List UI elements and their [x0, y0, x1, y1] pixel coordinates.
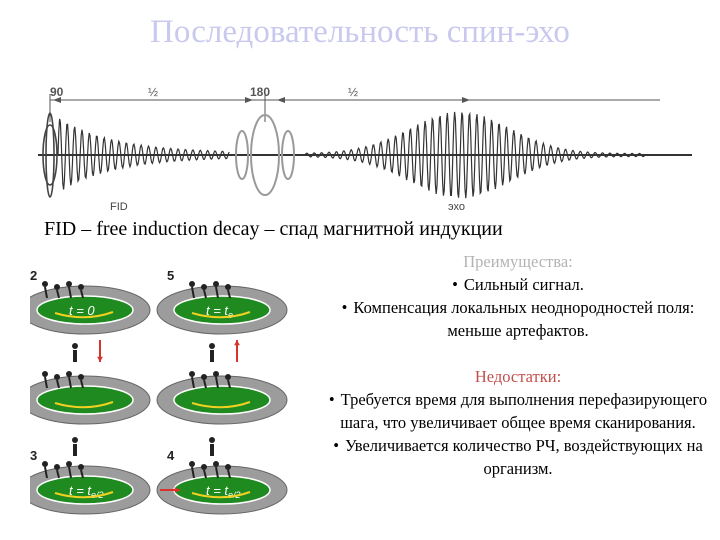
panel-time-label: t = te: [206, 303, 233, 320]
runner-body: [44, 466, 48, 479]
runner-body: [227, 379, 231, 389]
runner-body: [56, 469, 60, 479]
runner-body: [191, 466, 195, 479]
runner-body: [44, 286, 48, 299]
runner-body: [68, 376, 72, 389]
runner-head: [54, 284, 60, 290]
disc-inner: [173, 295, 271, 325]
runner-head: [42, 371, 48, 377]
runner-body: [68, 286, 72, 299]
half-interval-2-label: ½: [348, 85, 358, 99]
slide-title: Последовательность спин-эхо: [150, 14, 570, 50]
transition-arrowhead: [97, 356, 103, 362]
rotation-arrow: [191, 311, 251, 319]
runner-body: [203, 469, 207, 479]
runner-head: [54, 374, 60, 380]
panel-number: 2: [30, 268, 37, 283]
figure-body: [210, 350, 214, 362]
runner-head: [78, 464, 84, 470]
pros-cons-panel: Преимущества: •Сильный сигнал. •Компенса…: [318, 250, 718, 480]
rotation-arrow: [191, 401, 251, 409]
panel-number: 4: [167, 448, 175, 463]
runner-head: [213, 281, 219, 287]
fid-signal: [57, 118, 230, 190]
runner-body: [56, 289, 60, 299]
disc-inner: [173, 385, 271, 415]
runner-body: [80, 469, 84, 479]
runner-head: [201, 284, 207, 290]
fid-caption: FID – free induction decay – спад магнит…: [44, 218, 503, 240]
advantages-heading: Преимущества:: [463, 252, 573, 271]
runner-body: [80, 379, 84, 389]
runner-body: [191, 376, 195, 389]
figure-head: [209, 437, 215, 443]
disadvantage-item: •Увеличивается количество РЧ, воздейству…: [333, 436, 703, 478]
transition-arrowhead: [234, 340, 240, 346]
advantage-item: •Компенсация локальных неоднородностей п…: [341, 298, 695, 340]
panel-number: 5: [167, 268, 174, 283]
pulse-180-shape: [235, 114, 295, 196]
advantage-item: •Сильный сигнал.: [452, 275, 584, 294]
figure-body: [73, 350, 77, 362]
figure-body: [210, 444, 214, 456]
figure-head: [72, 343, 78, 349]
transition-arrowhead: [174, 487, 180, 493]
runner-head: [225, 374, 231, 380]
runner-body: [227, 289, 231, 299]
rotation-arrow: [54, 491, 114, 499]
rotation-arrow: [54, 401, 114, 409]
rotation-arrow: [191, 491, 251, 499]
runner-head: [78, 374, 84, 380]
runner-head: [189, 371, 195, 377]
disadvantage-item: •Требуется время для выполнения перефази…: [328, 390, 708, 432]
figure-head: [72, 437, 78, 443]
runner-body: [215, 286, 219, 299]
runner-head: [66, 281, 72, 287]
panel-time-label: t = 0: [69, 303, 95, 318]
runner-head: [189, 461, 195, 467]
runner-head: [42, 461, 48, 467]
runner-head: [201, 464, 207, 470]
runner-head: [213, 371, 219, 377]
runner-body: [80, 289, 84, 299]
runner-head: [78, 284, 84, 290]
fid-label: FID: [110, 201, 128, 213]
pulse-90-shape: [42, 112, 58, 198]
disadvantages-heading: Недостатки:: [474, 367, 562, 386]
runner-head: [213, 461, 219, 467]
runner-body: [227, 469, 231, 479]
runner-body: [203, 289, 207, 299]
echo-label: эхо: [448, 201, 465, 213]
runner-head: [42, 281, 48, 287]
runner-head: [225, 464, 231, 470]
spin-echo-diagram: 90 ½ 180 ½ FID эхо: [38, 85, 692, 213]
pulse-90-label: 90: [50, 85, 64, 99]
runner-head: [66, 461, 72, 467]
runner-body: [203, 379, 207, 389]
runner-head: [54, 464, 60, 470]
figure-body: [73, 444, 77, 456]
runner-body: [215, 376, 219, 389]
runner-head: [201, 374, 207, 380]
disadvantages-list: •Требуется время для выполнения перефази…: [318, 388, 718, 480]
rotation-arrow: [54, 311, 114, 319]
figure-head: [209, 343, 215, 349]
runner-body: [191, 286, 195, 299]
runner-body: [215, 466, 219, 479]
runner-head: [225, 284, 231, 290]
half-interval-1-label: ½: [148, 85, 158, 99]
advantages-list: •Сильный сигнал. •Компенсация локальных …: [318, 273, 718, 342]
disc-inner: [36, 475, 134, 505]
disc-inner: [36, 385, 134, 415]
runner-head: [66, 371, 72, 377]
echo-signal: [304, 111, 646, 199]
runner-body: [44, 376, 48, 389]
disc-inner: [36, 295, 134, 325]
runner-head: [189, 281, 195, 287]
runner-body: [56, 379, 60, 389]
pulse-180-label: 180: [250, 85, 270, 99]
runner-body: [68, 466, 72, 479]
panel-number: 3: [30, 448, 37, 463]
